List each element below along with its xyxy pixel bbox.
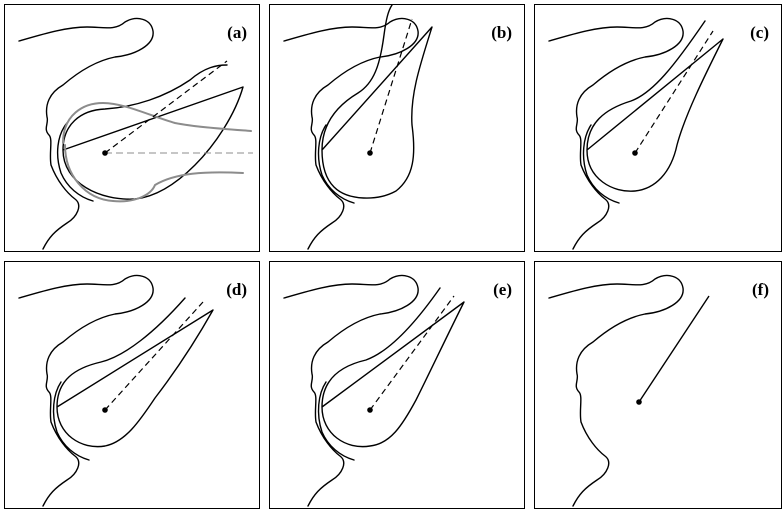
panel-label-d: (d) bbox=[226, 280, 247, 299]
head-center-point bbox=[636, 399, 642, 405]
acromion-outline bbox=[18, 274, 154, 507]
panel-d: (d) bbox=[4, 261, 260, 509]
reference-outline-grey bbox=[62, 102, 252, 203]
neck-axis bbox=[369, 295, 455, 411]
head-center-point bbox=[102, 407, 108, 413]
acromion-outline bbox=[548, 274, 684, 507]
panel-label-a: (a) bbox=[227, 23, 247, 42]
panel-c: (c) bbox=[534, 4, 782, 252]
neck-axis bbox=[104, 301, 204, 411]
acromion-outline bbox=[283, 17, 419, 250]
glenoid-outline bbox=[317, 381, 355, 461]
neck-axis bbox=[638, 295, 710, 403]
panel-label-c: (c) bbox=[750, 23, 769, 42]
acromion-outline bbox=[548, 17, 684, 250]
humeral-head-outline bbox=[321, 287, 465, 448]
neck-axis bbox=[634, 30, 714, 154]
head-center-point bbox=[367, 150, 373, 156]
acromion-outline bbox=[18, 17, 154, 250]
acromion-outline bbox=[283, 274, 419, 507]
humeral-head-outline bbox=[321, 5, 433, 199]
panel-b: (b) bbox=[269, 4, 525, 252]
head-center-point bbox=[632, 150, 638, 156]
panel-f: (f) bbox=[534, 261, 782, 509]
humeral-head-outline bbox=[62, 64, 244, 200]
panel-e: (e) bbox=[269, 261, 525, 509]
head-center-point bbox=[102, 150, 108, 156]
panel-label-e: (e) bbox=[493, 280, 512, 299]
neck-axis bbox=[104, 60, 228, 154]
glenoid-outline bbox=[52, 381, 90, 461]
head-center-point bbox=[367, 407, 373, 413]
humeral-head-outline bbox=[586, 20, 724, 192]
glenoid-outline bbox=[56, 122, 94, 202]
humeral-head-outline bbox=[56, 297, 214, 448]
glenoid-outline bbox=[582, 124, 620, 204]
glenoid-outline bbox=[317, 124, 355, 204]
neck-axis bbox=[369, 18, 413, 154]
panel-label-b: (b) bbox=[491, 23, 512, 42]
panel-label-f: (f) bbox=[752, 280, 769, 299]
panel-a: (a) bbox=[4, 4, 260, 252]
